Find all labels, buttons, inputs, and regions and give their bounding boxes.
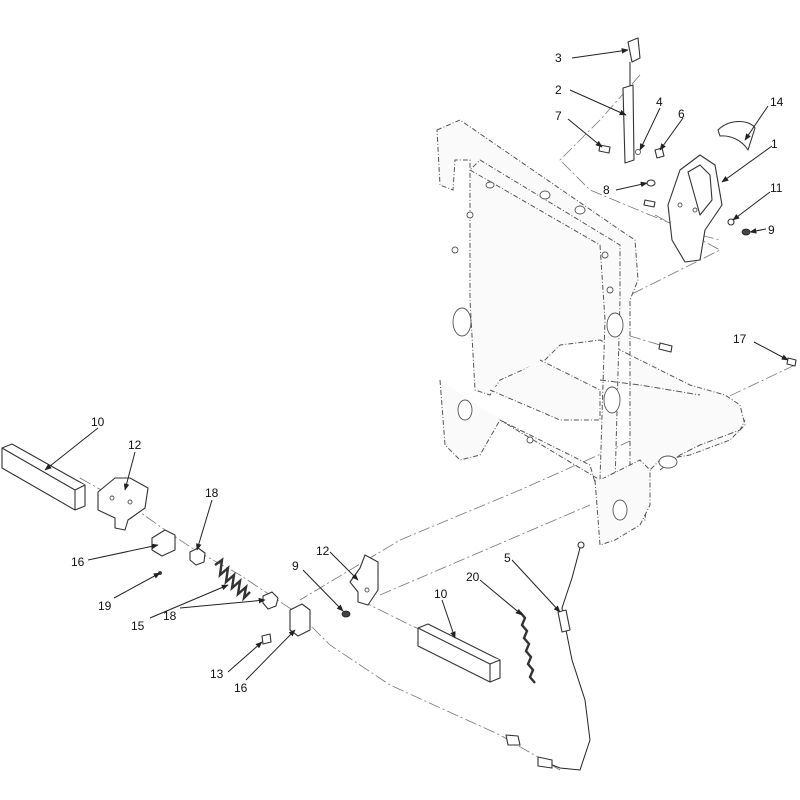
part-8-washer[interactable]	[646, 179, 656, 187]
callout-16-lower: 16	[234, 681, 248, 695]
callout-14: 14	[770, 95, 784, 109]
callout-13: 13	[210, 667, 224, 681]
part-9-nut-upper[interactable]	[741, 228, 751, 236]
part-10-bar-left[interactable]	[1, 443, 86, 511]
callout-18-upper: 18	[205, 486, 219, 500]
callout-17: 17	[733, 332, 747, 346]
part-20-spring[interactable]	[519, 611, 536, 684]
callout-19: 19	[98, 599, 112, 613]
callout-9-lower: 9	[292, 559, 299, 573]
part-3-grip[interactable]	[627, 37, 641, 63]
part-9-nut-lower[interactable]	[341, 610, 351, 618]
part-17-bolt[interactable]	[786, 357, 797, 367]
callout-layer: 3 2 4 7 6 14 1 8 11 9 17 10 12 18 16 19 …	[44, 48, 789, 695]
part-10-bar-middle[interactable]	[417, 623, 501, 683]
callout-15: 15	[131, 619, 145, 633]
part-11-washer[interactable]	[727, 218, 735, 226]
part-16-block-lower[interactable]	[289, 603, 311, 637]
part-frame-bolt[interactable]	[643, 199, 673, 353]
callout-6: 6	[678, 107, 685, 121]
callout-2: 2	[555, 83, 562, 97]
part-14-cover[interactable]	[717, 120, 756, 151]
chassis-frame	[436, 119, 746, 546]
callout-7: 7	[555, 109, 562, 123]
callout-5: 5	[504, 551, 511, 565]
callout-9-upper: 9	[768, 223, 775, 237]
part-12-bracket-middle[interactable]	[349, 554, 379, 606]
part-2-lever[interactable]	[622, 62, 635, 164]
part-1-bracket[interactable]	[667, 154, 723, 263]
callout-10-left: 10	[91, 415, 105, 429]
callout-3: 3	[555, 51, 562, 65]
part-12-bracket-left[interactable]	[97, 477, 149, 531]
callout-20: 20	[466, 570, 480, 584]
part-4-pin[interactable]	[635, 149, 641, 155]
callout-18-lower: 18	[163, 609, 177, 623]
part-18-ferrule-upper[interactable]	[189, 547, 206, 566]
callout-4: 4	[656, 95, 663, 109]
callout-1: 1	[771, 137, 778, 151]
part-18-ferrule-lower[interactable]	[262, 591, 279, 610]
part-13-bolt[interactable]	[261, 633, 272, 645]
callout-11: 11	[770, 181, 783, 195]
part-15-spring[interactable]	[214, 557, 251, 602]
callout-10-middle: 10	[434, 587, 448, 601]
callout-8: 8	[603, 183, 610, 197]
part-5-cable[interactable]	[505, 541, 591, 771]
callout-12-left: 12	[128, 438, 142, 452]
part-6-bolt[interactable]	[654, 147, 665, 159]
part-16-block-left[interactable]	[151, 529, 176, 557]
callout-16-left: 16	[71, 555, 85, 569]
callout-12-middle: 12	[316, 544, 330, 558]
